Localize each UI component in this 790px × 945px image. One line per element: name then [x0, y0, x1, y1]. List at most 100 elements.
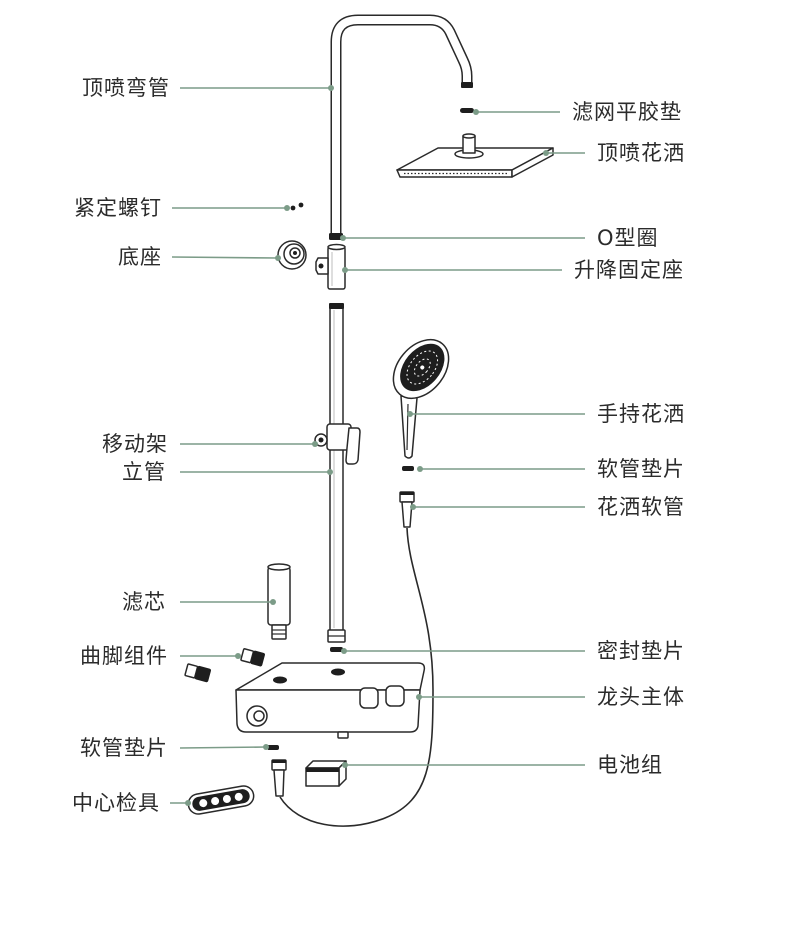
leader-dot — [473, 109, 479, 115]
hose-gasket-left — [267, 745, 279, 750]
hose-connector-top — [399, 491, 415, 528]
curved-foot — [184, 663, 211, 683]
leader-dot — [327, 469, 333, 475]
leader-dot — [340, 235, 346, 241]
faucet-button — [385, 685, 405, 707]
faucet-body — [235, 662, 426, 739]
elbow-pipe-fill — [332, 16, 471, 233]
lift-fixing-seat — [315, 243, 346, 290]
label-riser-pipe: 立管 — [122, 460, 166, 484]
label-filter-cartridge: 滤芯 — [122, 590, 166, 614]
label-curved-foot-assembly: 曲脚组件 — [80, 644, 168, 668]
leader-dot — [417, 466, 423, 472]
curved-foot-hex — [194, 665, 211, 683]
label-set-screw: 紧定螺钉 — [74, 196, 162, 220]
handheld-handle — [400, 395, 418, 459]
label-hose-gasket-left: 软管垫片 — [80, 736, 168, 760]
handheld-nozzle-ring-inner — [413, 358, 431, 377]
leader-dot — [270, 599, 276, 605]
elbow-pipe-outline — [330, 14, 473, 233]
filter-body — [267, 566, 291, 626]
top-elbow-pipe — [330, 14, 473, 233]
leader-lines-left — [170, 85, 334, 806]
label-shower-hose: 花洒软管 — [597, 495, 685, 519]
leader-sealing-gasket — [341, 648, 585, 654]
leader-filter-flat-gasket — [473, 109, 560, 115]
base-center — [293, 251, 297, 255]
leader-dot — [342, 762, 348, 768]
leader-battery-pack — [342, 762, 585, 768]
faucet-body-top-face — [235, 662, 426, 691]
leader-dot — [263, 744, 269, 750]
handheld-nozzle-ring-outer — [406, 350, 439, 385]
sliding-bracket — [314, 423, 361, 465]
filter-flat-gasket — [460, 108, 474, 113]
leader-base — [171, 255, 281, 261]
leader-set-screw — [172, 205, 290, 211]
fixing-seat-knob-center — [318, 263, 324, 269]
leader-top-elbow-pipe — [180, 85, 334, 91]
leader-dot — [341, 648, 347, 654]
leader-dot — [312, 441, 318, 447]
leader-dot — [185, 800, 191, 806]
leader-dot — [407, 411, 413, 417]
set-screw — [290, 205, 296, 211]
wall-base — [277, 240, 307, 270]
handheld-shower — [392, 338, 450, 459]
filter-top — [267, 563, 291, 571]
leader-hose-gasket-left — [179, 744, 269, 750]
leader-line — [171, 256, 279, 259]
curved-foot-assembly — [184, 648, 265, 683]
gauge-hole — [210, 796, 221, 807]
hose-connector-bottom — [271, 759, 287, 797]
faucet-riser-hole — [331, 668, 345, 676]
leader-lift-fixing-seat — [342, 267, 562, 273]
o-ring — [329, 233, 343, 240]
leader-dot — [342, 267, 348, 273]
leader-line — [179, 746, 267, 749]
leader-shower-hose — [410, 504, 585, 510]
shower-head-connector-top — [462, 133, 476, 139]
set-screw — [298, 202, 304, 208]
top-shower-head — [396, 133, 554, 178]
leader-dot — [328, 85, 334, 91]
label-faucet-body: 龙头主体 — [597, 685, 685, 709]
gauge-hole — [221, 793, 232, 804]
leader-dot — [275, 255, 281, 261]
hose-sleeve-top — [401, 501, 413, 528]
fixing-seat-body — [327, 246, 346, 290]
hose-sleeve-bottom — [273, 769, 285, 797]
riser-pipe-top-cap — [329, 303, 344, 309]
label-top-shower-head: 顶喷花洒 — [597, 141, 685, 165]
leader-dot — [410, 504, 416, 510]
label-center-gauge: 中心检具 — [72, 791, 160, 815]
curved-foot-hex — [250, 650, 265, 667]
battery-band — [306, 768, 339, 772]
faucet-side-knob-center — [253, 710, 265, 722]
label-top-elbow-pipe: 顶喷弯管 — [82, 76, 170, 100]
labels-right: 滤网平胶垫 顶喷花洒 O型圈 升降固定座 手持花洒 软管垫片 花洒软管 密封垫片… — [572, 100, 685, 777]
shower-hose — [279, 527, 434, 827]
sealing-gasket — [330, 647, 343, 652]
leader-center-gauge — [170, 800, 191, 806]
label-hose-gasket-right: 软管垫片 — [597, 457, 685, 481]
filter-fitting — [271, 624, 287, 640]
label-handheld-shower: 手持花洒 — [597, 402, 685, 426]
faucet-button — [359, 687, 379, 709]
faucet-inlet-hole — [273, 676, 287, 684]
label-base: 底座 — [118, 245, 162, 269]
leader-handheld-shower — [407, 411, 585, 417]
hose-nut-bottom-band — [272, 760, 286, 763]
leader-dot — [284, 205, 290, 211]
gauge-hole — [233, 791, 244, 802]
battery-pack — [305, 760, 347, 787]
set-screws — [290, 202, 304, 211]
faucet-bottom-outlet — [337, 731, 349, 739]
handheld-head — [392, 338, 450, 400]
handheld-nozzle-center — [420, 365, 425, 370]
filter-cartridge — [267, 563, 291, 640]
label-battery-pack: 电池组 — [597, 753, 663, 777]
leader-sliding-bracket — [180, 441, 318, 447]
label-o-ring: O型圈 — [597, 226, 659, 250]
